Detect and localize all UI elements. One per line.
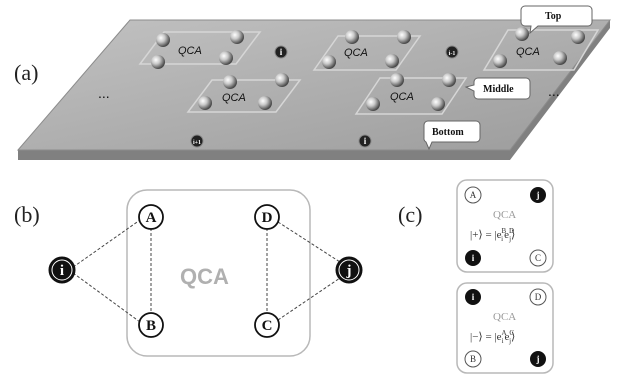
qca-cell-label: QCA [178,45,202,57]
panel-b: (b) QCA A B D C [14,189,363,357]
qca-cell-label: QCA [493,311,516,323]
node-D: D [254,204,280,230]
free-electron-4: i [358,134,372,148]
qca-cell-2: QCA [186,73,302,113]
plane-surface [16,19,612,151]
svg-text:Bottom: Bottom [432,127,464,138]
svg-text:i: i [280,47,283,57]
svg-text:B: B [146,318,156,334]
svg-text:i: i [472,292,475,302]
electron-ball [571,30,585,44]
svg-text:i: i [364,136,367,146]
node-j: j [335,256,363,284]
svg-text:i+1: i+1 [193,140,201,146]
svg-text:i-1: i-1 [449,51,456,57]
svg-text:D: D [535,292,542,302]
svg-text:C: C [262,318,273,334]
electron-ball [156,33,170,47]
svg-text:A: A [146,210,157,226]
electron-ball [390,73,404,87]
svg-text:C: C [535,253,541,263]
electron-ball [515,27,529,41]
ellipsis-left: ... [98,85,110,101]
svg-text:j: j [536,354,540,364]
svg-text:B: B [470,354,476,364]
svg-text:A: A [470,190,477,200]
panel-c-label: (c) [398,202,422,227]
callout-bottom: Bottom [423,120,481,151]
panel-a: (a) ... ... QCA QCA QCA [14,5,612,160]
qca-cell-1: QCA [138,30,262,69]
electron-ball [431,97,445,111]
node-A: A [138,204,164,230]
electron-ball [219,51,233,65]
qca-cell-frame [126,189,311,357]
electron-ball [397,30,411,44]
free-electron-1: i [274,45,288,59]
panel-a-label: (a) [14,60,38,85]
svg-text:Top: Top [545,11,562,22]
electron-ball [258,96,272,110]
electron-ball [275,73,289,87]
qca-cell-label: QCA [516,46,540,58]
node-B: B [138,312,164,338]
panel-b-label: (b) [14,202,40,227]
electron-ball [230,30,244,44]
svg-text:j: j [536,190,540,200]
electron-ball [366,97,380,111]
svg-text:i: i [60,263,64,279]
qca-cell-label: QCA [180,264,229,289]
free-electron-3: i+1 [190,134,204,148]
electron-ball [442,73,456,87]
qca-cell-3: QCA [312,30,422,71]
dashed-links [68,219,341,323]
electron-ball [223,75,237,89]
free-electron-2: i-1 [445,45,459,59]
ellipsis-right: ... [548,83,560,99]
callout-middle: Middle [464,77,531,100]
qca-cell-label: QCA [344,47,368,59]
electron-ball [151,55,165,69]
electron-ball [493,54,507,68]
qca-cell-4: QCA [354,73,468,115]
electron-ball [553,51,567,65]
svg-text:D: D [262,210,273,226]
callout-top: Top [520,5,593,35]
electron-ball [198,96,212,110]
svg-text:i: i [472,253,475,263]
svg-text:j: j [346,263,352,279]
node-i: i [48,256,76,284]
qca-cell-label: QCA [493,209,516,221]
svg-text:Middle: Middle [483,84,514,95]
node-C: C [254,312,280,338]
qca-cell-5: QCA [482,27,600,71]
electron-ball [385,54,399,68]
qca-cell-label: QCA [222,92,246,104]
electron-ball [322,55,336,69]
qca-cell-label: QCA [390,91,414,103]
electron-ball [345,30,359,44]
